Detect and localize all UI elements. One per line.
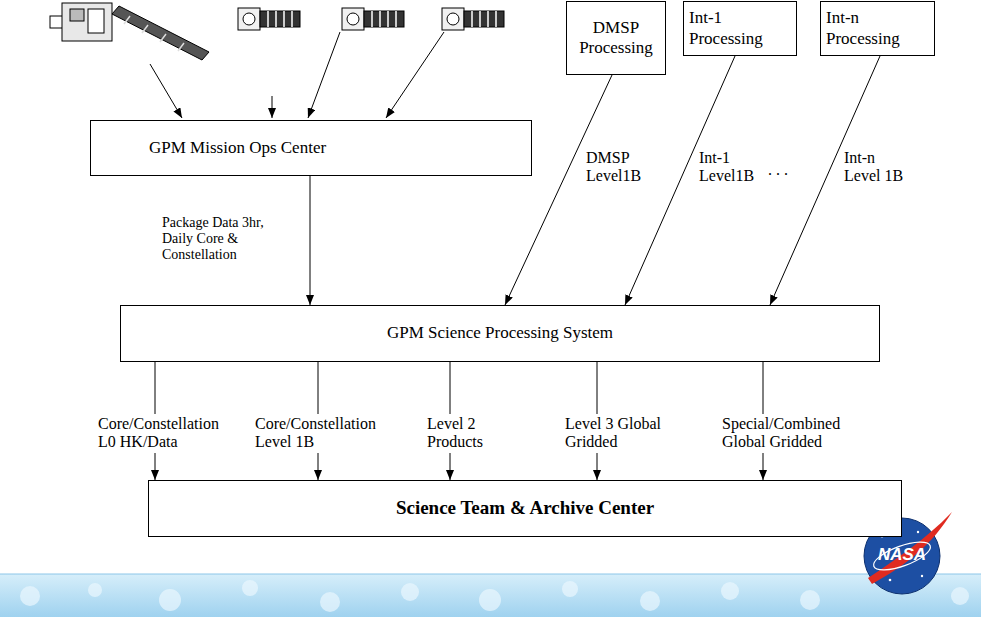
flow-arrow	[505, 75, 612, 305]
satellite-detail	[88, 9, 104, 33]
satellite-body	[442, 8, 464, 30]
box-text: Science Team & Archive Center	[396, 497, 654, 520]
logo-star	[921, 575, 923, 577]
ellipsis-note: . . .	[768, 160, 818, 179]
bubble	[242, 580, 258, 596]
satellite-dish	[347, 13, 359, 25]
box-text: DMSP Processing	[573, 18, 659, 59]
band-edge	[0, 574, 981, 575]
satellite-detail	[70, 9, 84, 21]
downlink-arrows	[150, 32, 444, 118]
downlink-arrow	[150, 64, 182, 118]
process-box: Int-1 Processing	[683, 1, 797, 56]
panel-stripes	[124, 16, 184, 51]
downlink-arrow	[386, 32, 444, 118]
edge-label: Int-1 Level1B	[697, 148, 759, 187]
bubble	[640, 591, 660, 611]
panel-stripes	[472, 11, 496, 27]
core-satellite	[50, 3, 209, 60]
bubble	[800, 590, 820, 610]
edge-label: Core/Constellation Level 1B	[253, 414, 391, 453]
satellite-dish	[447, 13, 459, 25]
band-ground	[0, 574, 981, 617]
edge-label: Level 2 Products	[425, 414, 499, 453]
panel-stripes	[268, 11, 292, 27]
box-text: Int-n Processing	[826, 8, 929, 49]
bubble	[401, 583, 419, 601]
bubble	[88, 583, 102, 597]
satellite-body	[62, 3, 112, 41]
downlink-arrow	[308, 32, 340, 118]
satellite-dish	[243, 13, 255, 25]
panel-stripes	[372, 11, 396, 27]
edge-label: Level 3 Global Gridded	[563, 414, 675, 453]
constellation-satellite	[442, 8, 504, 30]
edge-label: Package Data 3hr, Daily Core & Constella…	[160, 214, 298, 264]
logo-orbit	[870, 536, 933, 575]
box-text: GPM Mission Ops Center	[149, 138, 326, 158]
logo-star	[889, 579, 892, 582]
bubble	[562, 581, 578, 597]
solar-panel	[464, 11, 504, 27]
process-box: Science Team & Archive Center	[148, 480, 902, 537]
logo-text: NASA	[870, 545, 934, 565]
logo-star	[917, 531, 919, 533]
process-box: DMSP Processing	[566, 1, 666, 75]
process-box: GPM Mission Ops Center	[90, 120, 532, 176]
box-text: GPM Science Processing System	[387, 323, 613, 343]
bubble	[951, 587, 969, 605]
edge-label: Int-n Level 1B	[842, 148, 910, 187]
satellite-body	[238, 8, 260, 30]
edge-label: Special/Combined Global Gridded	[720, 414, 870, 453]
bubble	[479, 589, 501, 611]
satellite-antenna	[50, 16, 63, 28]
edge-label: DMSP Level1B	[584, 148, 658, 187]
solar-panel	[364, 11, 404, 27]
bubble-band	[0, 574, 981, 617]
downlink-arrow	[272, 96, 273, 118]
bubble	[159, 589, 181, 611]
solar-panel	[260, 11, 300, 27]
constellation-satellite	[238, 8, 300, 30]
solar-panel	[112, 6, 209, 60]
constellation-satellite	[342, 8, 404, 30]
bubble	[20, 586, 40, 606]
process-box: GPM Science Processing System	[120, 305, 880, 362]
bubble	[721, 582, 739, 600]
process-box: Int-n Processing	[820, 1, 935, 56]
box-text: Int-1 Processing	[689, 8, 791, 49]
edge-label: Core/Constellation L0 HK/Data	[96, 414, 234, 453]
satellite-body	[342, 8, 364, 30]
flow-arrow	[310, 176, 311, 305]
bubble	[320, 592, 340, 612]
